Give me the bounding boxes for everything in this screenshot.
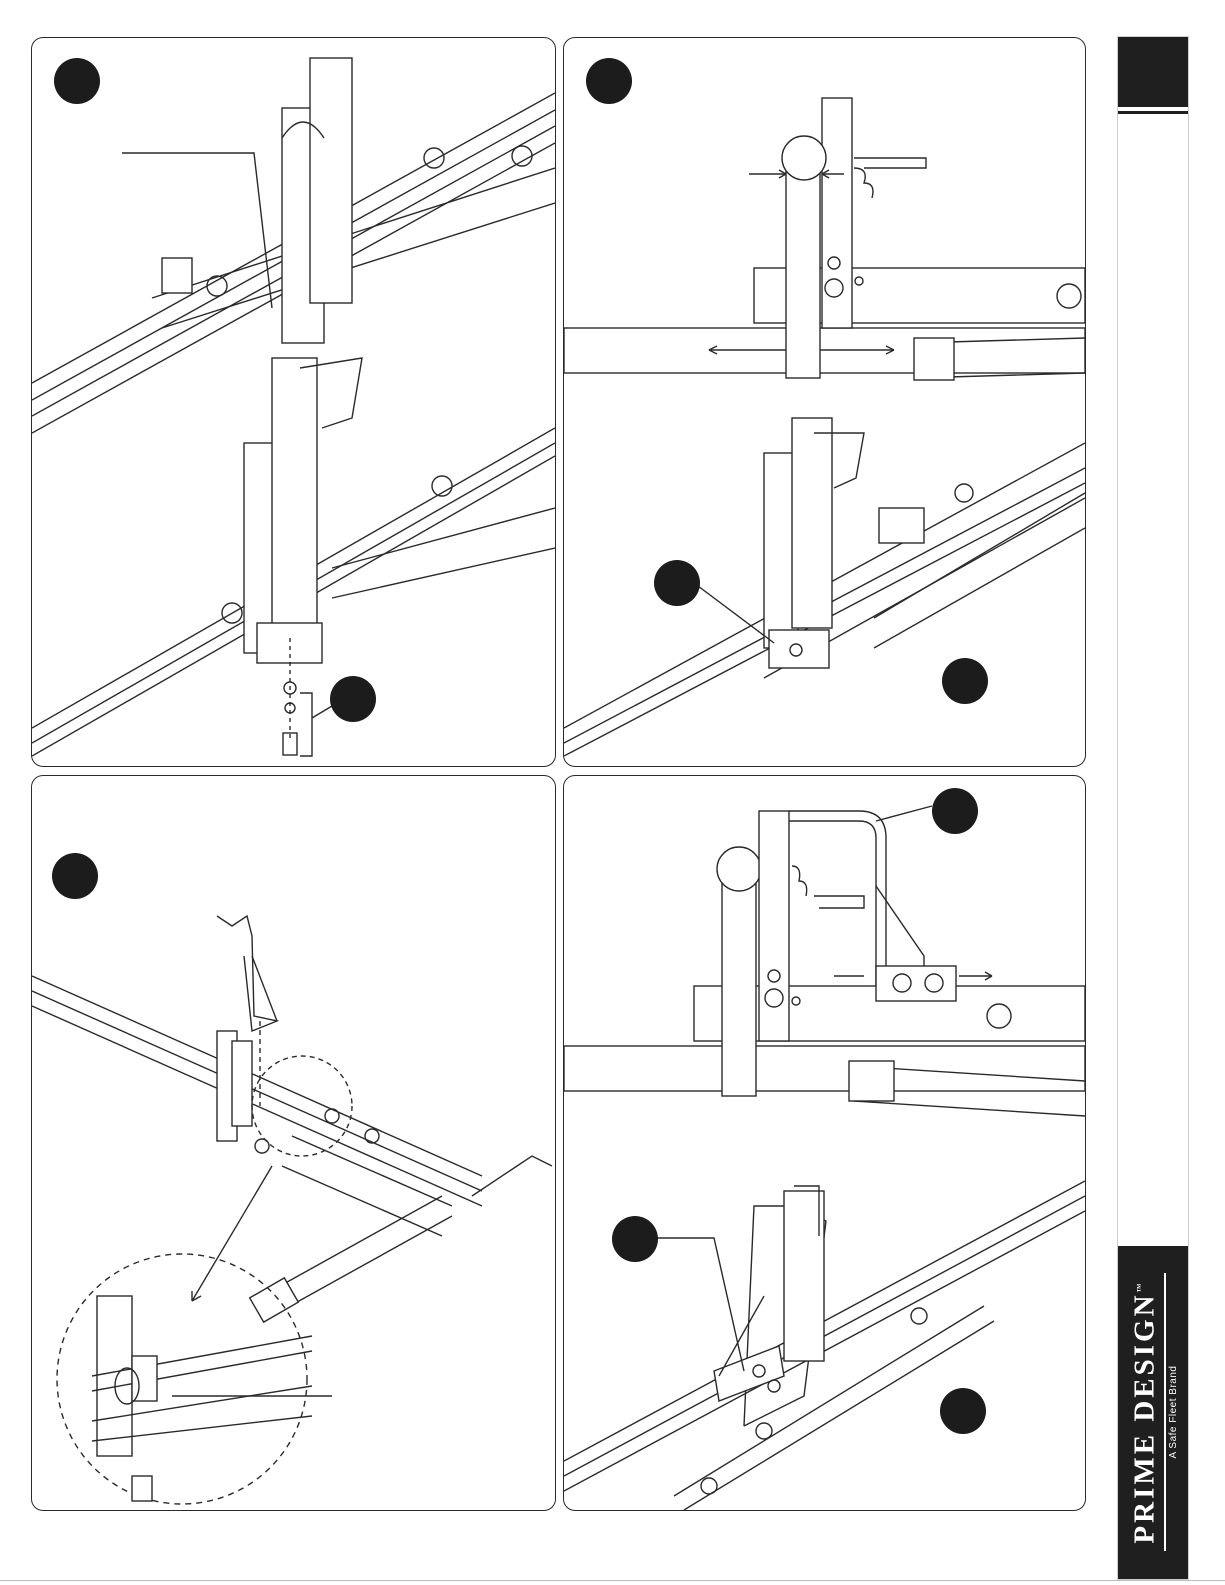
step-number-badge	[586, 58, 632, 104]
brand-name: PRIME DESIGN	[1129, 1292, 1161, 1543]
divider	[1118, 111, 1188, 114]
step-number-badge	[54, 58, 100, 104]
step-number-badge	[52, 853, 98, 899]
step-panel-bottom-left	[31, 775, 556, 1511]
brand-sidebar: PRIME DESIGN™ A Safe Fleet Brand	[1117, 36, 1189, 1580]
callout-badge	[654, 560, 700, 606]
brand-tagline: A Safe Fleet Brand	[1166, 1247, 1182, 1577]
clamp-detail-diagram	[32, 776, 555, 1510]
callout-badge	[330, 676, 376, 722]
brand-logo: PRIME DESIGN™ A Safe Fleet Brand	[1123, 1247, 1183, 1577]
page-tab-marker	[1118, 37, 1188, 107]
callout-badge	[612, 1216, 658, 1262]
brand-block: PRIME DESIGN™ A Safe Fleet Brand	[1118, 1246, 1188, 1579]
trademark-mark: ™	[1135, 1280, 1145, 1292]
step-panel-top-right	[563, 37, 1086, 767]
step-panel-bottom-right	[563, 775, 1086, 1511]
callout-badge	[940, 1388, 986, 1434]
rack-upright-diagram	[32, 38, 555, 766]
page-footer-rule	[0, 1580, 1225, 1581]
step-panel-top-left	[31, 37, 556, 767]
ladder-stop-diagram	[564, 776, 1085, 1510]
callout-badge	[932, 788, 978, 834]
rack-slide-diagram	[564, 38, 1085, 766]
callout-badge	[942, 658, 988, 704]
